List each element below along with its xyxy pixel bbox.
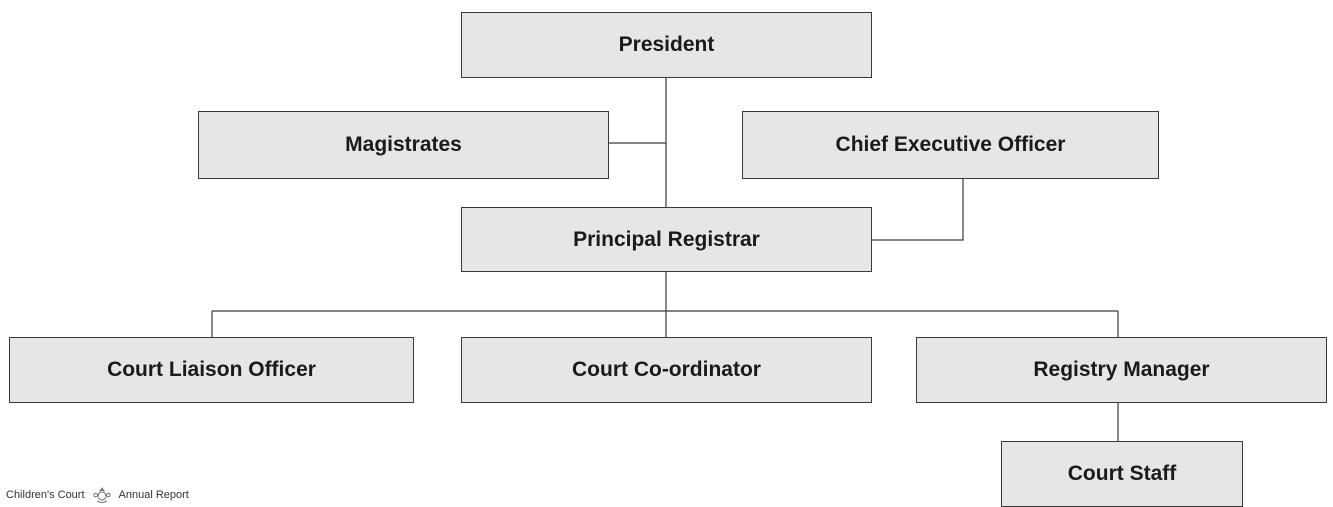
chief-executive-officer-box: Chief Executive Officer [742,111,1159,179]
court-liaison-officer-box: Court Liaison Officer [9,337,414,403]
court-staff-box: Court Staff [1001,441,1243,507]
court-liaison-officer-label: Court Liaison Officer [107,358,316,381]
court-crest-icon [93,487,110,503]
footer-court-name: Children's Court [6,489,85,501]
president-box: President [461,12,872,78]
footer-report-title: Annual Report [118,489,189,501]
magistrates-label: Magistrates [345,133,462,156]
connector-ceo-registrar [872,179,964,241]
court-coordinator-box: Court Co-ordinator [461,337,872,403]
chief-executive-officer-label: Chief Executive Officer [835,133,1066,156]
president-label: President [618,33,715,56]
page-footer: Children's Court Annual Report [6,486,189,504]
court-staff-label: Court Staff [1067,462,1177,485]
principal-registrar-box: Principal Registrar [461,207,872,272]
registry-manager-label: Registry Manager [1033,358,1210,381]
magistrates-box: Magistrates [198,111,609,179]
court-coordinator-label: Court Co-ordinator [572,358,761,381]
principal-registrar-label: Principal Registrar [573,227,760,251]
registry-manager-box: Registry Manager [916,337,1327,403]
